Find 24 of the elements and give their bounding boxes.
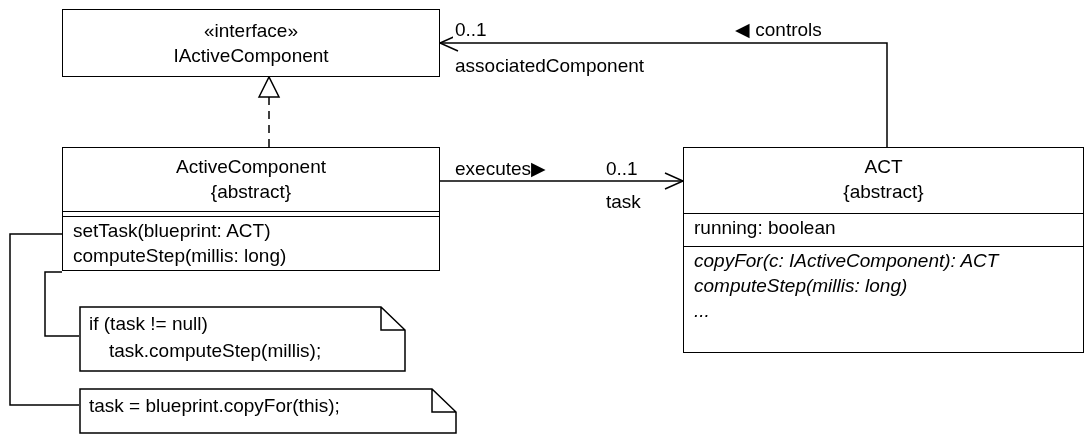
association-arrow [439,172,684,190]
constraint: {abstract} [843,180,924,204]
class-name: ACT [864,155,903,179]
class-name: IActiveComponent [173,43,329,68]
class-name: ActiveComponent [176,155,326,179]
stereotype: «interface» [204,18,298,43]
ellipsis: ... [694,299,710,323]
note-box [79,388,457,434]
operation: copyFor(c: IActiveComponent): ACT [694,249,999,273]
note-anchor-line [9,233,80,406]
operation: computeStep(millis: long) [73,244,287,268]
note-box [79,306,406,372]
association-arrow [439,34,888,148]
operation: computeStep(millis: long) [694,274,908,298]
note-text: if (task != null) task.computeStep(millis); [88,312,323,363]
realization-arrow [258,76,280,148]
attribute: running: boolean [694,216,836,240]
operation: setTask(blueprint: ACT) [73,219,271,243]
class-box [62,147,440,271]
note-anchor-line [44,271,80,337]
class-box [62,9,440,77]
note-text: task = blueprint.copyFor(this); [88,394,341,418]
constraint: {abstract} [210,180,292,204]
class-box [683,147,1084,353]
